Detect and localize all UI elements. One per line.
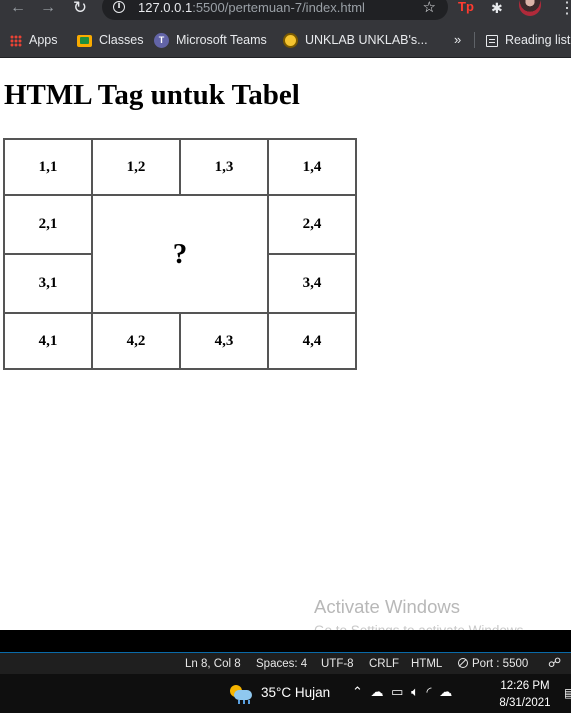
table-cell: 4,2 [92, 313, 180, 369]
bookmarks-more-icon[interactable]: » [454, 32, 462, 47]
status-encoding[interactable]: UTF-8 [321, 658, 354, 670]
no-entry-icon [458, 658, 468, 668]
battery-icon[interactable]: ▭ [391, 684, 406, 699]
extension-tp-icon[interactable]: Tp [458, 0, 474, 14]
bookmark-label: UNKLAB UNKLAB's... [305, 33, 428, 47]
table-cell: 3,4 [268, 254, 356, 313]
table-row: 4,1 4,2 4,3 4,4 [4, 313, 356, 369]
upload-cloud-icon[interactable]: ☁ [439, 684, 455, 699]
reading-list-icon [486, 34, 498, 47]
forward-arrow-icon[interactable]: → [40, 0, 56, 16]
bookmark-apps[interactable]: Apps [10, 31, 58, 49]
reload-icon[interactable]: ↻ [72, 0, 88, 17]
system-tray-icons[interactable]: ⌃ ☁ ▭ 🔈︎ ◜ ☁ [352, 684, 454, 700]
speaker-icon[interactable]: 🔈︎ [411, 684, 421, 699]
status-live-server[interactable]: Port : 5500 [458, 656, 528, 672]
address-url[interactable]: 127.0.0.1:5500/pertemuan-7/index.html [138, 0, 365, 15]
data-table: 1,1 1,2 1,3 1,4 2,1 ? 2,4 3,1 3,4 4,1 4,… [3, 138, 357, 370]
web-page: HTML Tag untuk Tabel 1,1 1,2 1,3 1,4 2,1… [0, 58, 571, 638]
reading-list-label: Reading list [505, 33, 571, 47]
table-row: 2,1 ? 2,4 [4, 195, 356, 313]
table-cell: 4,1 [4, 313, 92, 369]
extensions-puzzle-icon[interactable]: ✱ [491, 0, 503, 16]
browser-menu-icon[interactable]: ⋮ [559, 0, 571, 17]
teams-icon: T [154, 33, 169, 49]
windows-taskbar: 35°C Hujan ⌃ ☁ ▭ 🔈︎ ◜ ☁ 12:26 PM 8/31/20… [0, 674, 571, 713]
bookmark-microsoft-teams[interactable]: T Microsoft Teams [154, 31, 267, 49]
url-path: :5500/pertemuan-7/index.html [192, 0, 365, 15]
back-arrow-icon[interactable]: ← [10, 0, 26, 16]
classroom-icon [77, 34, 92, 47]
table-cell: 1,2 [92, 139, 180, 195]
merged-table-cell: ? [92, 195, 268, 313]
status-indentation[interactable]: Spaces: 4 [256, 658, 308, 670]
wifi-icon[interactable]: ◜ [426, 684, 434, 699]
reading-list-button[interactable]: Reading list [486, 31, 570, 49]
bookmark-label: Microsoft Teams [176, 33, 267, 47]
bookmark-label: Classes [99, 33, 144, 47]
status-cursor-position[interactable]: Ln 8, Col 8 [185, 658, 241, 670]
clock-time: 12:26 PM [500, 680, 550, 692]
weather-rain-icon[interactable] [230, 685, 252, 704]
bookmark-star-icon[interactable]: ☆ [422, 0, 436, 16]
onedrive-cloud-icon[interactable]: ☁ [370, 684, 386, 699]
bookmark-label: Apps [29, 33, 58, 47]
bookmark-classes[interactable]: Classes [77, 31, 143, 49]
table-cell: 4,4 [268, 313, 356, 369]
table-row: 1,1 1,2 1,3 1,4 [4, 139, 356, 195]
table-cell: 1,4 [268, 139, 356, 195]
unklab-logo-icon [283, 33, 298, 49]
editor-status-bar: Ln 8, Col 8 Spaces: 4 UTF-8 CRLF HTML Po… [0, 652, 571, 674]
feedback-icon[interactable]: ☍ [548, 655, 562, 670]
site-info-icon[interactable]: i [113, 1, 125, 13]
bookmark-unklab[interactable]: UNKLAB UNKLAB's... [283, 31, 428, 49]
taskbar-clock[interactable]: 12:26 PM 8/31/2021 [497, 678, 553, 712]
notification-center-icon[interactable]: ▤ [564, 686, 571, 700]
table-cell: 1,3 [180, 139, 268, 195]
table-cell: 4,3 [180, 313, 268, 369]
editor-panel-edge [0, 630, 571, 652]
url-host: 127.0.0.1 [138, 0, 193, 15]
table-cell: 3,1 [4, 254, 92, 313]
address-bar[interactable]: i 127.0.0.1:5500/pertemuan-7/index.html … [102, 0, 448, 20]
status-port-label: Port : 5500 [472, 658, 529, 670]
status-language-mode[interactable]: HTML [411, 658, 443, 670]
apps-grid-icon [10, 34, 22, 47]
bookmarks-bar: Apps Classes T Microsoft Teams UNKLAB UNK… [0, 22, 571, 58]
chevron-up-icon[interactable]: ⌃ [352, 684, 365, 699]
page-title: HTML Tag untuk Tabel [4, 79, 300, 111]
table-row: 3,1 3,4 [4, 254, 356, 313]
table-cell: 2,4 [268, 195, 356, 254]
bookmarks-divider [474, 32, 475, 48]
weather-widget[interactable]: 35°C Hujan [261, 685, 331, 700]
table-cell: 1,1 [4, 139, 92, 195]
clock-date: 8/31/2021 [499, 697, 551, 709]
table-cell: 2,1 [4, 195, 92, 254]
status-line-ending[interactable]: CRLF [369, 658, 400, 670]
activate-windows-title: Activate Windows [314, 596, 460, 617]
profile-avatar[interactable] [519, 0, 541, 16]
browser-toolbar: ← → ↻ i 127.0.0.1:5500/pertemuan-7/index… [0, 0, 571, 22]
